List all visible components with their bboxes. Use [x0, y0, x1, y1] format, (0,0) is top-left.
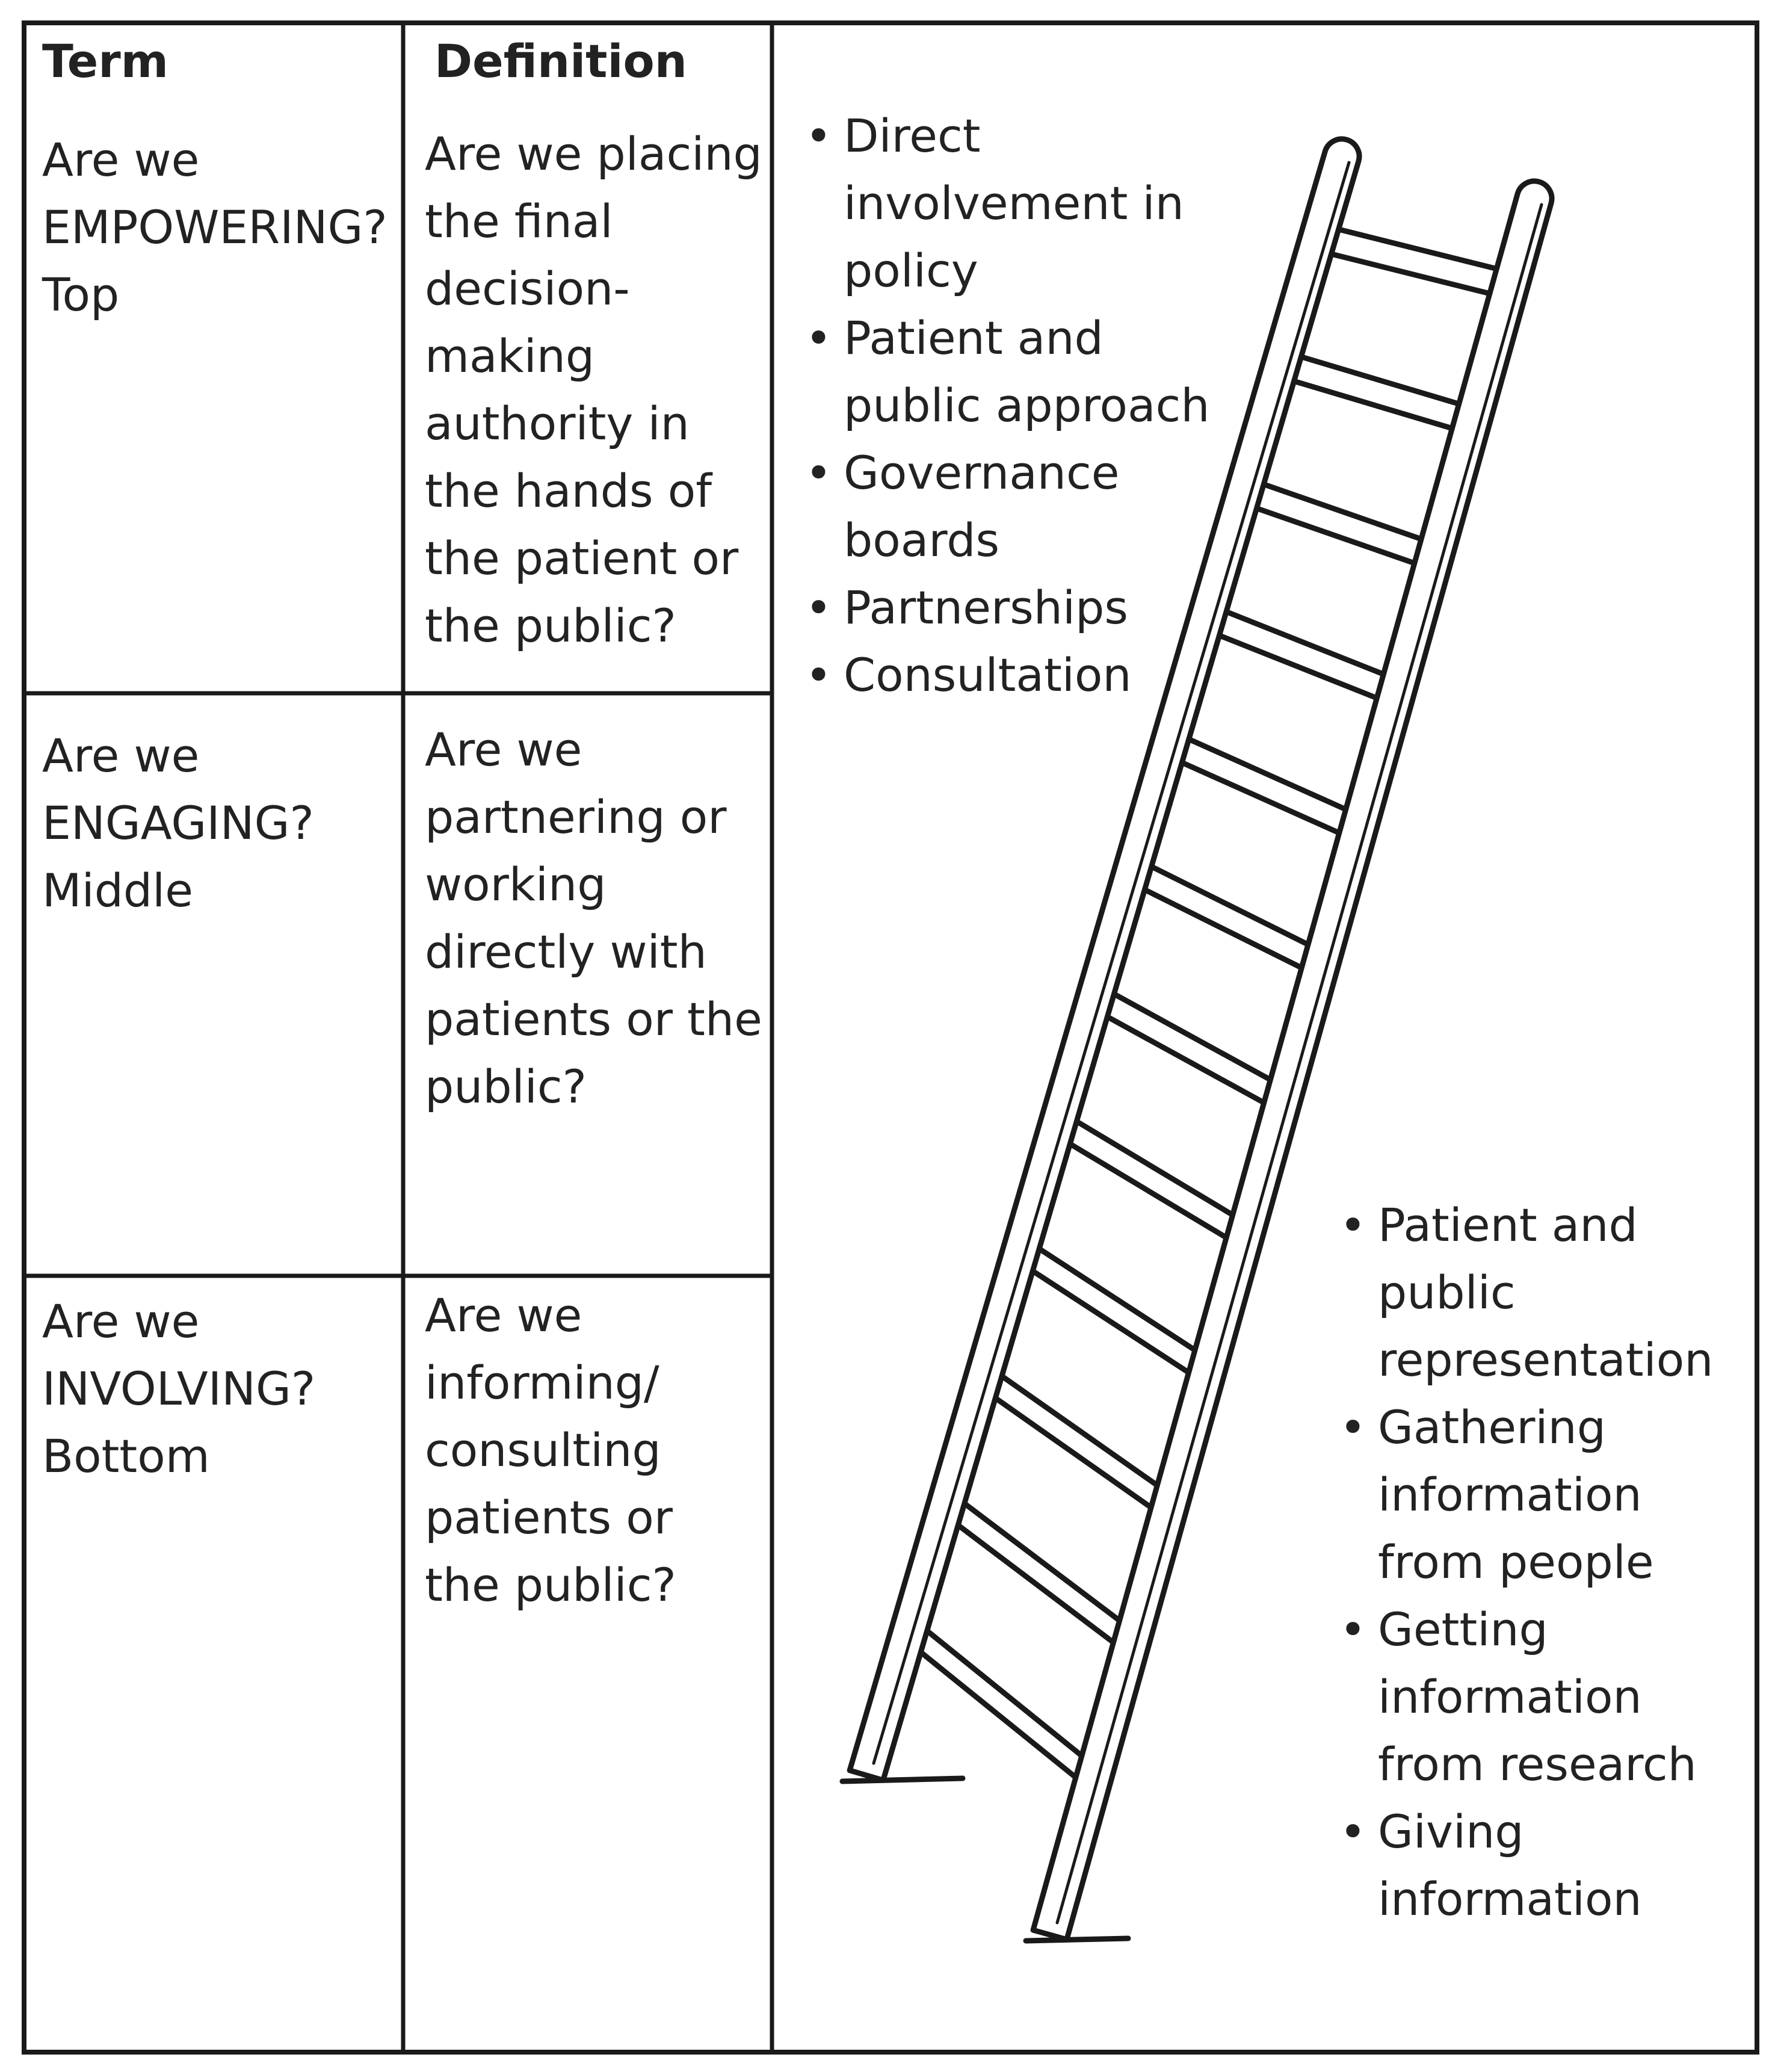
- definition-header: Definition: [434, 34, 687, 88]
- list-item: Governance boards: [803, 439, 1236, 574]
- definition-involving: Are we informing/ consulting patients or…: [425, 1288, 676, 1612]
- list-item: Giving information: [1337, 1798, 1746, 1933]
- bottom-level-list: Patient and public representation Gather…: [1337, 1192, 1746, 1933]
- ground-stroke-right: [1023, 1935, 1131, 1944]
- list-item: Patient and public approach: [803, 305, 1236, 439]
- term-engaging: Are we ENGAGING? Middle: [42, 729, 314, 917]
- definition-empowering: Are we placing the final decision- makin…: [425, 127, 762, 652]
- top-level-list: Direct involvement in policy Patient and…: [803, 102, 1236, 709]
- outer-border: [22, 20, 1759, 2055]
- list-item: Direct involvement in policy: [803, 102, 1236, 305]
- list-item: Getting information from research: [1337, 1596, 1746, 1798]
- definition-engaging: Are we partnering or working directly wi…: [425, 723, 762, 1113]
- term-empowering: Are we EMPOWERING? Top: [42, 133, 387, 321]
- term-header: Term: [42, 34, 168, 88]
- ladder-right-rail: [1030, 178, 1555, 1943]
- ladder-right-rail-edge: [1055, 203, 1543, 1925]
- list-item: Patient and public representation: [1337, 1192, 1746, 1394]
- ladder-left-rail-edge: [872, 161, 1351, 1765]
- list-item: Gathering information from people: [1337, 1394, 1746, 1596]
- list-item: Consultation: [803, 642, 1236, 709]
- term-involving: Are we INVOLVING? Bottom: [42, 1294, 316, 1483]
- ground-stroke-left: [839, 1775, 966, 1784]
- list-item: Partnerships: [803, 574, 1236, 642]
